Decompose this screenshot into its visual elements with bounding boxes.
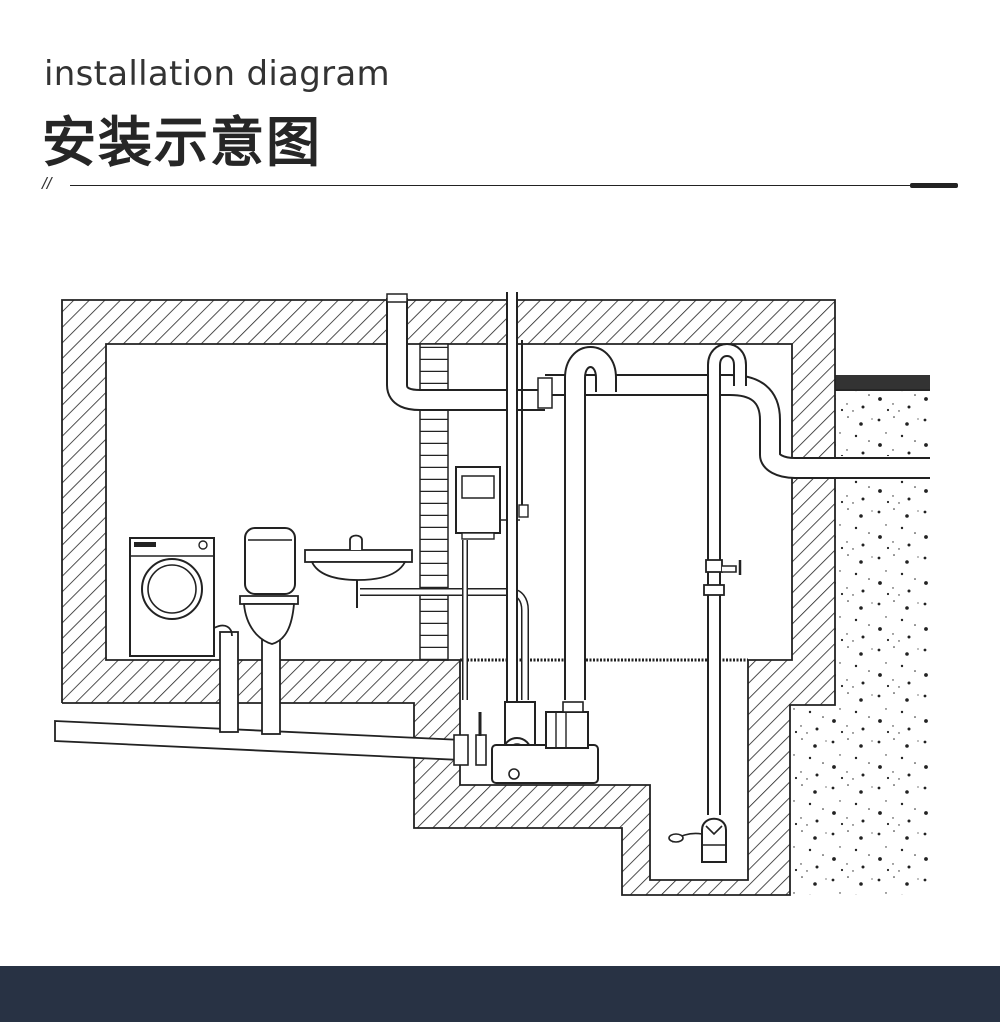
wash-basin-icon — [304, 534, 413, 608]
drain-risers — [213, 624, 281, 735]
page-title: 安装示意图 — [42, 111, 322, 174]
ground-soil — [790, 375, 930, 895]
control-box-icon — [455, 466, 529, 540]
title-slashes: // — [42, 174, 52, 193]
submersible-pump-icon — [668, 817, 727, 863]
installation-diagram — [0, 292, 930, 896]
header-rule-accent — [910, 183, 958, 188]
inlet-pipe — [0, 703, 487, 766]
vent-and-discharge-pipes — [386, 292, 930, 815]
gate-valve-icon — [703, 559, 742, 596]
footer-bar — [0, 966, 1000, 1022]
washing-machine-icon — [129, 537, 215, 657]
toilet-icon — [239, 527, 299, 645]
lifting-station-pump-icon — [491, 701, 599, 784]
page-subtitle: installation diagram — [44, 54, 390, 94]
building-walls — [61, 299, 836, 896]
header-rule — [70, 185, 958, 186]
